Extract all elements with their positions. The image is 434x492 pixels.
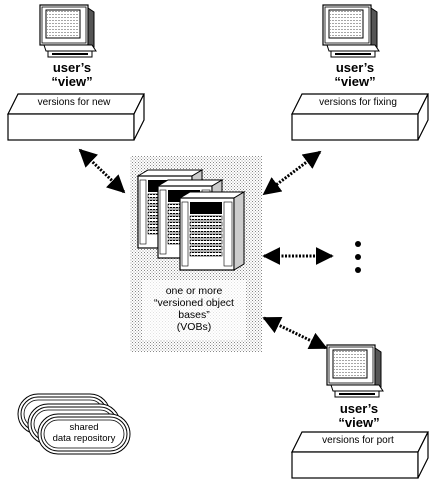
user-label-right: user’s “view”	[315, 61, 395, 89]
vob-line-1: one or more	[165, 285, 223, 297]
repository-line-1: shared	[69, 422, 99, 433]
ellipsis-dot-3	[355, 267, 361, 273]
arrow-bottom	[262, 316, 328, 350]
server-icon-3	[179, 191, 245, 271]
user-subtitle-bottom: “view”	[338, 415, 380, 430]
vob-line-3: bases”	[178, 309, 210, 321]
ellipsis-dot-1	[355, 241, 361, 247]
user-title-left: user’s	[52, 60, 92, 75]
tray-label-left: versions for new	[37, 97, 111, 108]
arrow-right	[262, 150, 322, 196]
vob-text-box	[142, 280, 246, 340]
arrow-left	[78, 148, 126, 194]
user-title-bottom: user’s	[339, 401, 379, 416]
vob-line-2: “versioned object	[154, 297, 234, 309]
user-subtitle-right: “view”	[334, 74, 376, 89]
tray-label-right: versions for fixing	[319, 97, 397, 108]
ellipsis-dot-2	[355, 254, 361, 260]
monitor-icon-right	[322, 4, 380, 58]
tray-label-bottom: versions for port	[322, 435, 394, 446]
user-label-bottom: user’s “view”	[319, 402, 399, 430]
vob-line-4: (VOBs)	[176, 321, 212, 333]
user-subtitle-left: “view”	[51, 74, 93, 89]
repository-line-2: data repository	[52, 433, 116, 444]
user-label-left: user’s “view”	[32, 61, 112, 89]
monitor-icon-bottom	[326, 344, 384, 398]
monitor-icon-left	[39, 4, 97, 58]
vob-caption: one or more “versioned object bases” (VO…	[129, 285, 259, 333]
user-title-right: user’s	[335, 60, 375, 75]
repository-caption: shared data repository	[39, 422, 129, 444]
